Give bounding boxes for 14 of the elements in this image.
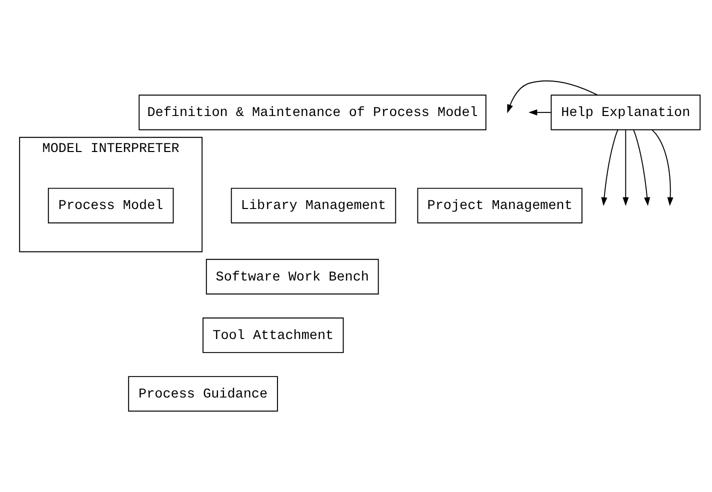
- arrow: [633, 129, 650, 206]
- arrow: [601, 129, 618, 206]
- node-box: Definition & Maintenance of Process Model: [138, 94, 486, 130]
- node-box: Library Management: [230, 188, 396, 224]
- arrow: [652, 129, 674, 206]
- node-box: Process Model: [48, 188, 174, 224]
- arrow: [507, 80, 598, 114]
- node-box: Project Management: [417, 188, 582, 224]
- arrow: [622, 130, 629, 206]
- node-box: Software Work Bench: [206, 258, 379, 294]
- arrow: [528, 109, 552, 116]
- node-box: Tool Attachment: [202, 318, 344, 354]
- node-box: Help Explanation: [550, 94, 701, 130]
- node-box: Process Guidance: [128, 376, 278, 412]
